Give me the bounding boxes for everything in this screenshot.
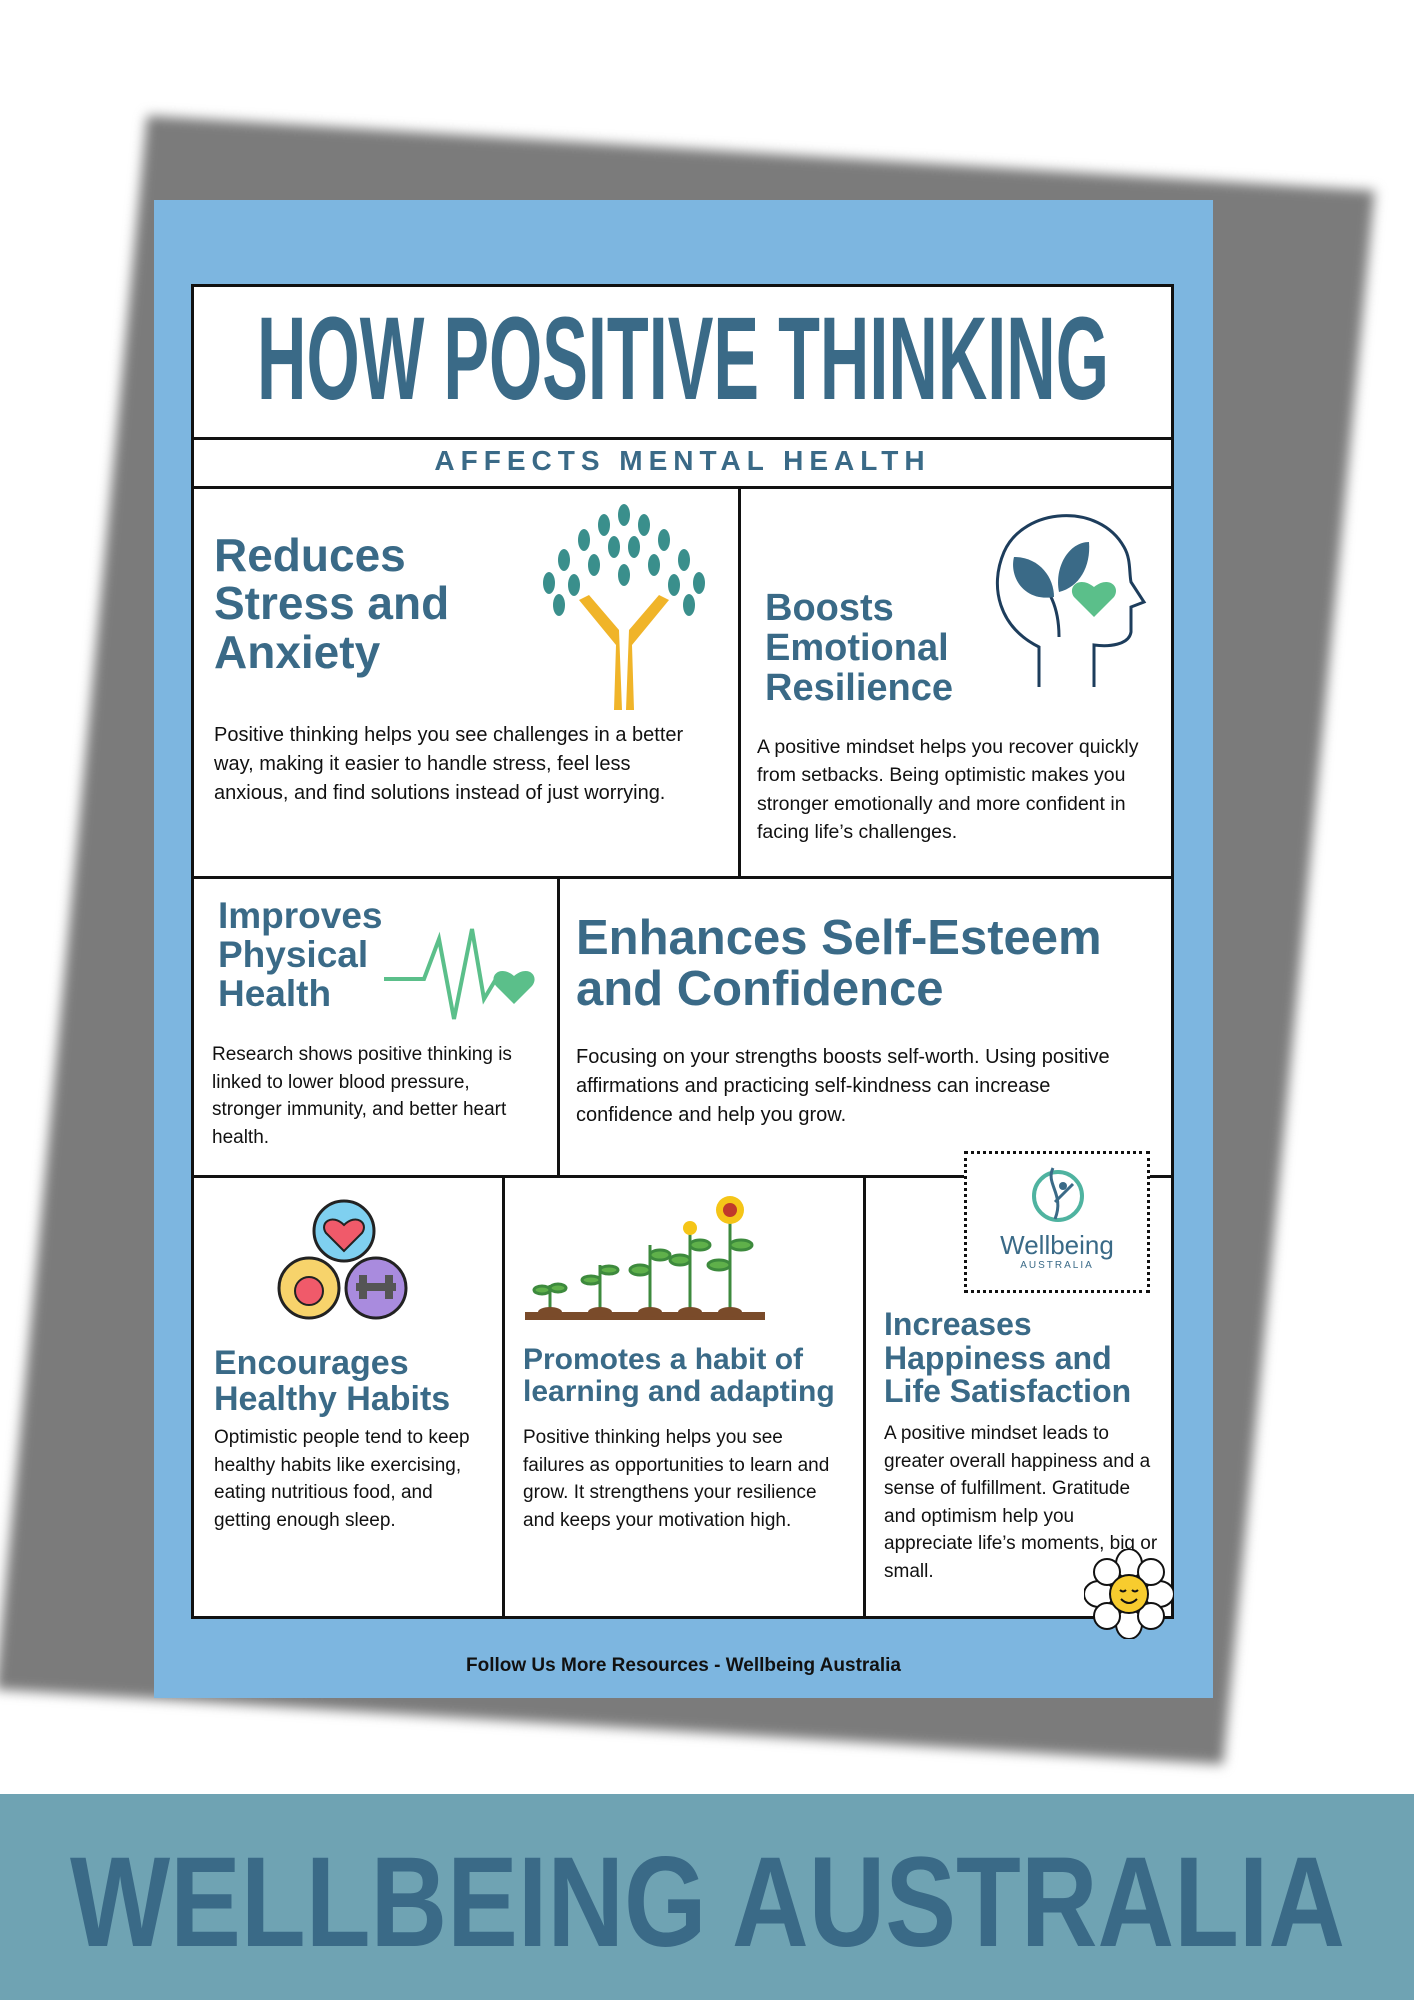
section-body: A positive mindset helps you recover qui… [757,736,1139,843]
section-stress: Reduces Stress and Anxiety Positive thin… [191,486,741,879]
section-body: Optimistic people tend to keep healthy h… [214,1427,470,1531]
section-heading: Improves Physical Health [218,895,383,1014]
heartbeat-icon [384,928,535,1020]
tree-hands-icon [543,504,705,710]
section-body: Research shows positive thinking is link… [212,1044,512,1148]
section-healthy-habits: Encourages Healthy Habits Optimistic peo… [191,1175,505,1619]
logo-figure-icon [1032,1167,1084,1222]
section-learning: Promotes a habit of learning and adaptin… [502,1175,866,1619]
logo-name: Wellbeing [1000,1230,1114,1260]
head-leaf-heart-icon [996,514,1147,687]
brand-banner: WELLBEING AUSTRALIA [0,1794,1414,2000]
poster: HOW POSITIVE THINKING AFFECTS MENTAL HEA… [154,200,1213,1698]
section-heading: Boosts Emotional Resilience [765,587,953,709]
page-subtitle: AFFECTS MENTAL HEALTH [434,445,931,476]
section-heading: Enhances Self-Esteem and Confidence [576,911,1102,1017]
section-heading: Promotes a habit of learning and adaptin… [523,1343,835,1408]
section-body: Positive thinking helps you see challeng… [214,724,684,804]
section-heading: Increases Happiness and Life Satisfactio… [884,1306,1132,1410]
wellbeing-australia-logo: Wellbeing AUSTRALIA [964,1151,1150,1293]
section-heading: Encourages Healthy Habits [214,1344,451,1418]
section-body: Positive thinking helps you see failures… [523,1427,830,1531]
growing-plants-icon [525,1196,765,1320]
logo-tagline: AUSTRALIA [1020,1260,1094,1271]
section-resilience: Boosts Emotional Resilience A positive m… [738,486,1174,879]
smiling-daisy-icon [1084,1549,1174,1639]
infographic-board: HOW POSITIVE THINKING AFFECTS MENTAL HEA… [191,284,1174,1639]
heart-apple-dumbbell-icon [277,1199,408,1320]
section-self-esteem: Enhances Self-Esteem and Confidence Focu… [557,876,1174,1178]
title-row: HOW POSITIVE THINKING [191,284,1174,440]
brand-banner-text: WELLBEING AUSTRALIA [70,1834,1345,1964]
subtitle-row: AFFECTS MENTAL HEALTH [191,437,1174,489]
brand-banner-svg: WELLBEING AUSTRALIA [70,1834,1345,1964]
section-body: A positive mindset leads to greater over… [884,1423,1158,1582]
page-title-svg: HOW POSITIVE THINKING [257,311,1109,411]
section-body: Focusing on your strengths boosts self-w… [576,1046,1110,1126]
section-heading: Reduces Stress and Anxiety [214,529,450,678]
page-title: HOW POSITIVE THINKING [257,311,1109,411]
footer-text: Follow Us More Resources - Wellbeing Aus… [466,1655,901,1676]
section-physical: Improves Physical Health Research shows … [191,876,560,1178]
